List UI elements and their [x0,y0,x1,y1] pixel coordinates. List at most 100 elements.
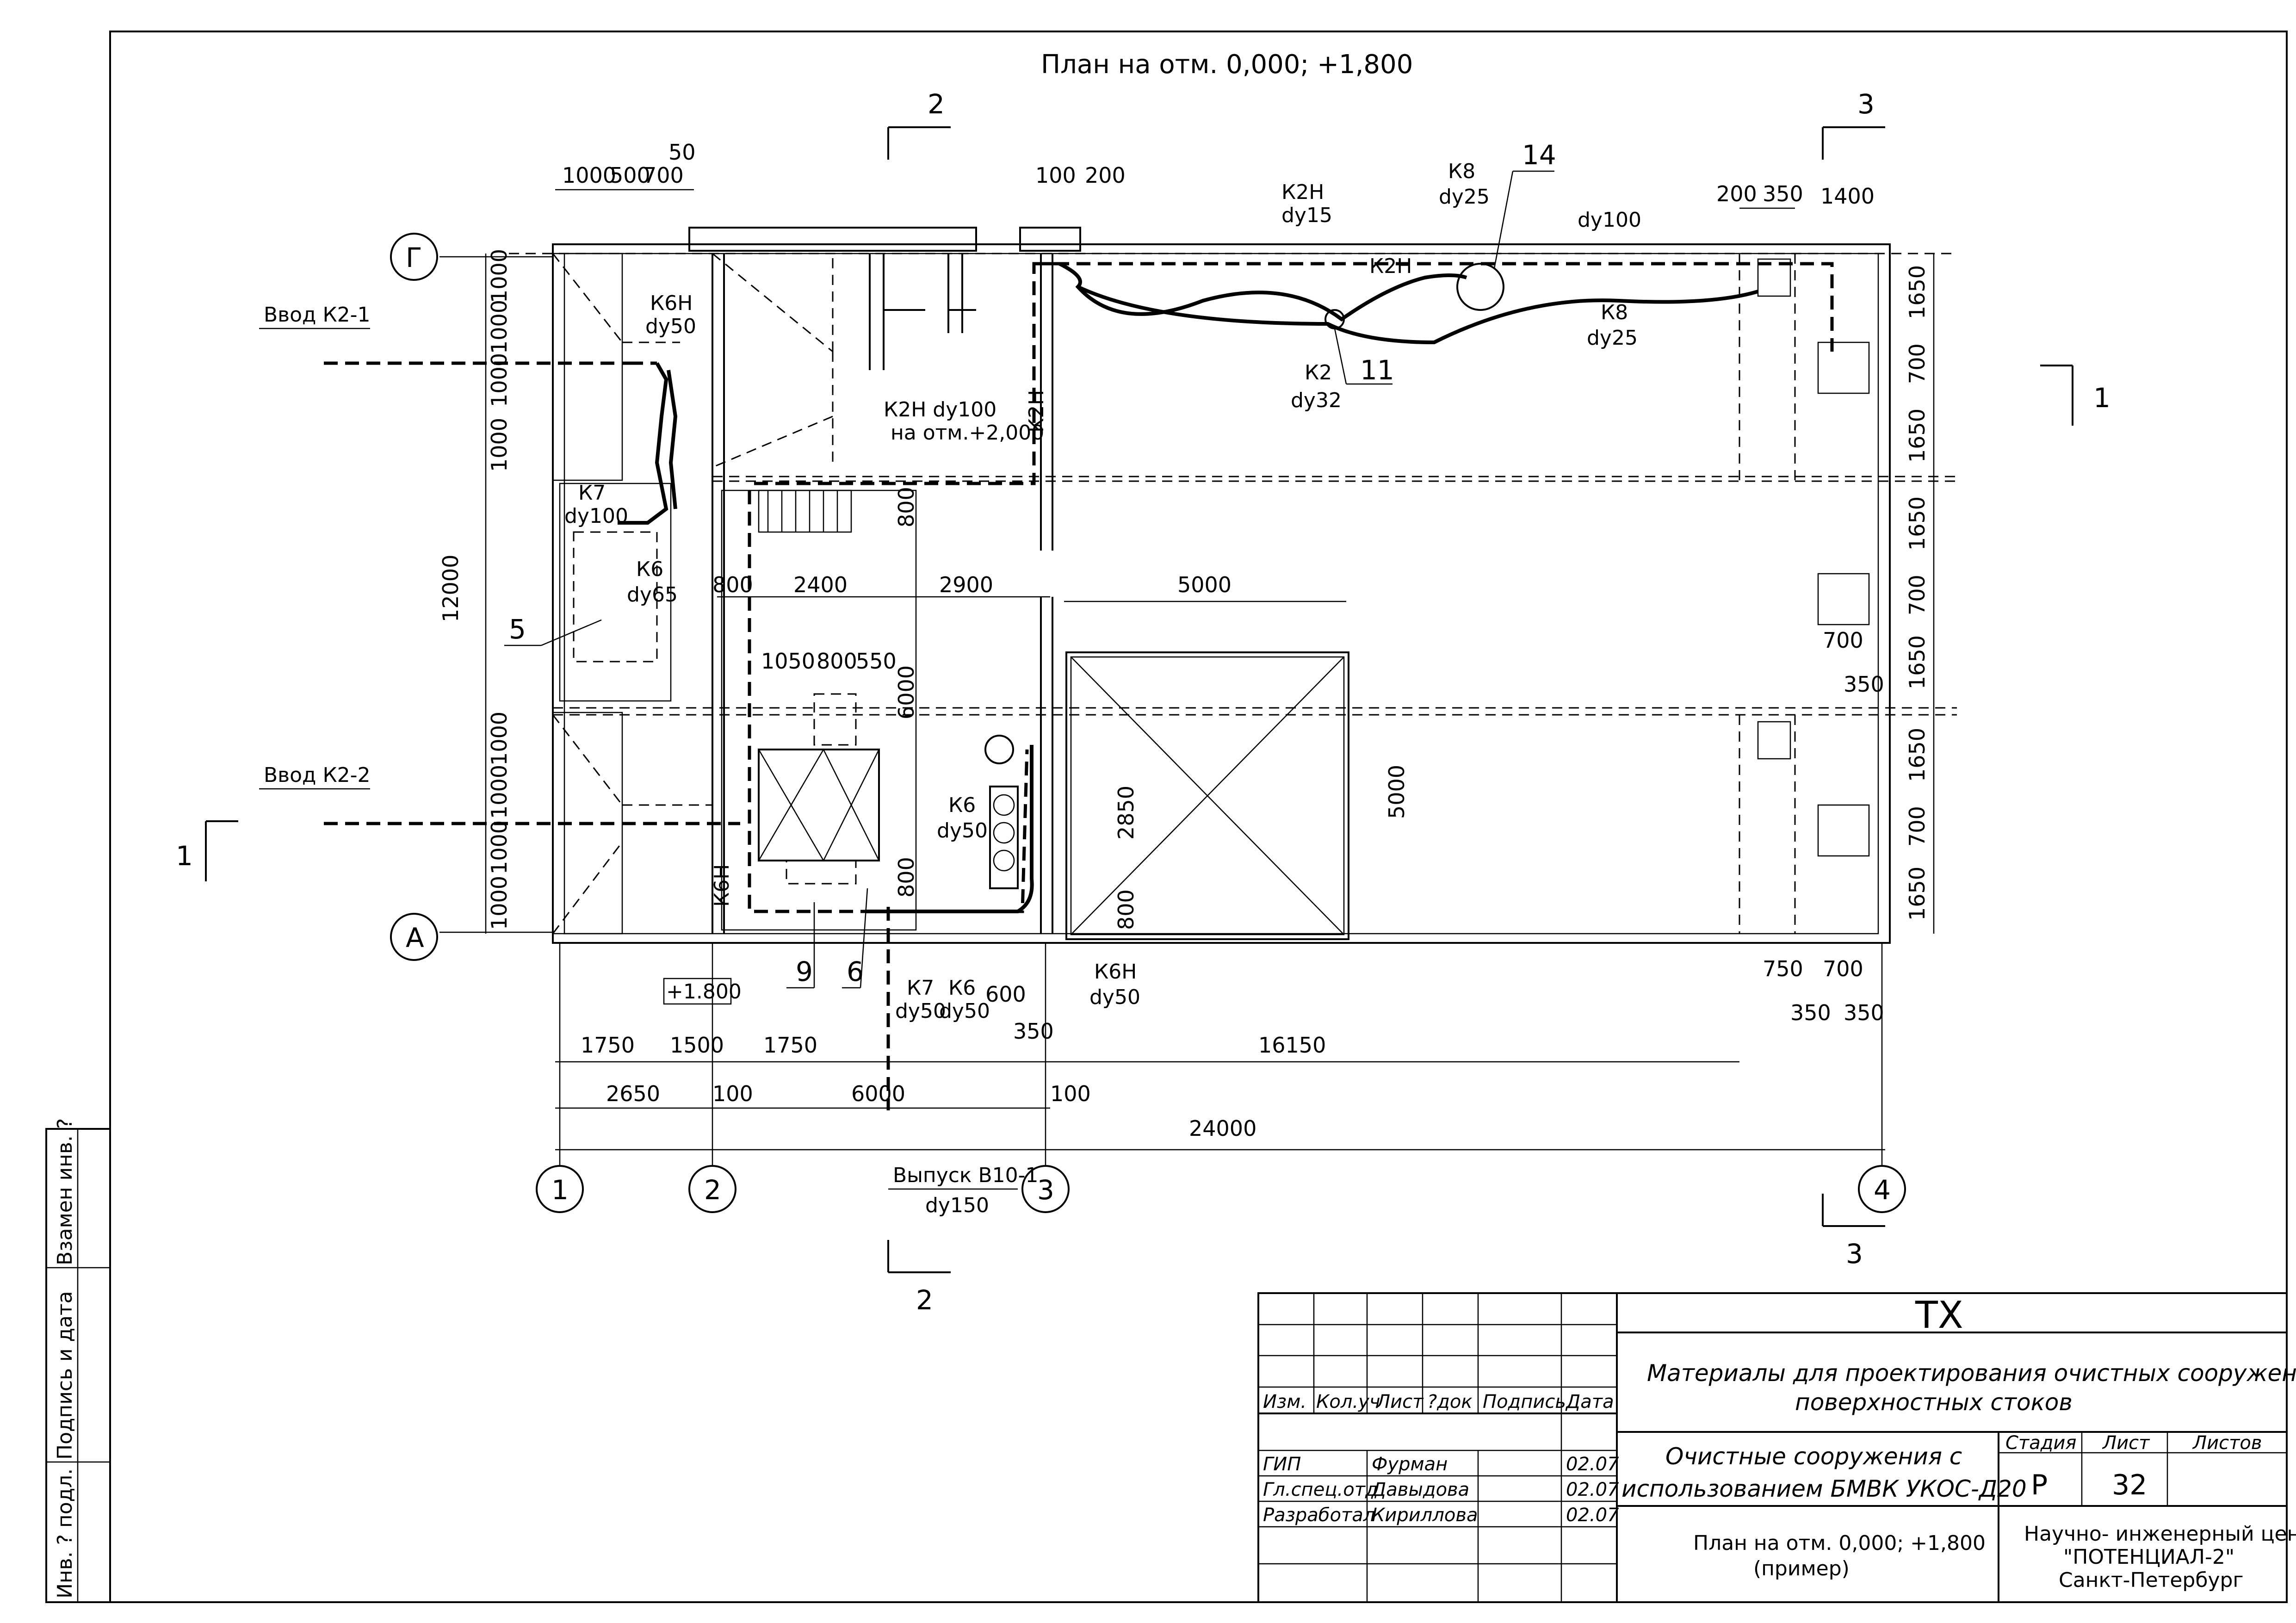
dim-right-v-4: 700 [1905,575,1930,615]
dim-top-700: 700 [643,163,684,188]
axis-label-g: Г [406,242,422,273]
side-inv-podl: Инв. ? подл. [53,1468,77,1598]
label-k6n-a-d: dy50 [645,315,696,338]
pipelines [324,262,1834,1110]
axis-circle-3 [1021,1165,1070,1213]
label-k6n-small: К6Н [710,864,734,907]
label-k2-dy32: К2 [1305,361,1332,384]
label-k2-dy32-d: dy32 [1291,389,1342,412]
dim-top-r-1400: 1400 [1820,184,1875,209]
dim-right-v-0: 1650 [1905,265,1930,319]
dim-left-v-7: 1000 [487,820,512,874]
tb-name-2: Кириллова [1372,1505,1478,1526]
tb-name-0: Фурман [1372,1454,1448,1475]
dim-left-v-3: 1000 [487,418,512,472]
tb-name-1: Давыдова [1371,1479,1469,1500]
label-vvod-k2-2: Ввод К2-2 [264,763,371,787]
section-1-left: 1 [176,840,193,872]
tb-stage: Р [2031,1469,2048,1501]
pos-14: 14 [1522,139,1556,171]
dim-right-v-8: 1650 [1905,867,1930,921]
dim-left-v-5: 1000 [487,712,512,766]
tb-header-data: Дата [1565,1391,1614,1412]
side-inv-zam: Взамен инв. ? [53,1118,77,1265]
dim-r-small-350c: 350 [1844,1000,1884,1025]
dim-inner-1050: 1050 [761,649,815,674]
axis-label-3: 3 [1037,1174,1054,1206]
section-2-bottom: 2 [916,1284,933,1316]
label-dy100-right: dy100 [1578,208,1641,232]
dim-b1-1750b: 1750 [763,1033,817,1058]
label-k2n-dy100-d: на отм.+2,000 [891,421,1044,445]
section-2-top: 2 [928,88,945,120]
label-k6-dy65: К6 [636,558,663,581]
tb-header-podpis: Подпись [1483,1391,1566,1412]
label-k7-dy50: К7 [907,976,934,1000]
dimension-texts: 1000 500 700 50 100 200 200 350 1400 100… [438,140,1930,1141]
dim-top-500: 500 [610,163,650,188]
label-k8-bot-d: dy25 [1587,326,1638,350]
side-stamp: Взамен инв. ? Подпись и дата Инв. ? подл… [45,1118,111,1603]
dim-inner-800c: 800 [894,857,919,898]
dim-b2-100a: 100 [712,1081,753,1106]
dim-inner-2400: 2400 [793,572,848,597]
tb-role-1: Гл.спец.отд [1263,1479,1378,1500]
label-k7-dy100-d: dy100 [564,504,628,528]
dim-top-r-200: 200 [1716,181,1757,206]
dim-r-small-350b: 350 [1790,1000,1831,1025]
tb-sheetname-2: (пример) [1753,1557,1850,1580]
position-marks: 14 11 5 9 6 [504,139,1556,989]
dim-top-100: 100 [1035,163,1076,188]
dim-inner-800d: 800 [1114,889,1139,930]
axis-label-a: А [406,922,424,954]
title-block: Изм. Кол.уч Лист ?док Подпись Дата ГИП Ф… [1257,1292,2296,1603]
dim-b2-2650: 2650 [606,1081,660,1106]
tb-org-1: Научно- инженерный центр [2024,1522,2296,1546]
tb-project-1: Материалы для проектирования очистных со… [1647,1360,2296,1387]
label-k6-dy50-b: К6 [948,976,976,1000]
label-k6-dy65-d: dy65 [627,583,678,607]
dim-b1-16150: 16150 [1258,1033,1326,1058]
tb-object-1: Очистные сооружения с [1665,1443,1962,1470]
section-3-bottom: 3 [1846,1238,1863,1270]
dim-left-v-12000: 12000 [438,555,463,622]
tb-stage-header: Стадия [2005,1432,2076,1454]
dim-b2-6000: 6000 [851,1081,905,1106]
dim-left-v-8: 1000 [487,876,512,930]
dim-r-small-350a: 350 [1844,672,1884,697]
dim-top-r-350: 350 [1763,181,1803,206]
dim-left-v-1: 1000 [487,300,512,354]
label-k8-bot: К8 [1601,301,1628,324]
label-k2n-dy15-d: dy15 [1281,204,1332,227]
dim-inner-600: 600 [985,982,1026,1007]
dim-b1-1500: 1500 [670,1033,724,1058]
tb-header-izm: Изм. [1263,1391,1306,1412]
dim-r-small-700b: 700 [1823,956,1863,981]
dim-b-24000: 24000 [1189,1116,1256,1141]
tb-date-0: 02.07 [1566,1454,1619,1475]
tb-date-2: 02.07 [1566,1505,1619,1526]
label-k2n-dy100: К2Н dy100 [884,398,996,421]
label-vypusk: Выпуск В10-1 [893,1164,1039,1187]
dim-left-v-0: 1000 [487,249,512,303]
dim-b1-1750a: 1750 [581,1033,635,1058]
tb-role-0: ГИП [1263,1454,1301,1475]
label-k8-top: К8 [1448,160,1475,183]
pos-9: 9 [796,956,813,987]
dim-right-v-2: 1650 [1905,409,1930,463]
label-k8-top-d: dy25 [1439,185,1490,209]
pos-11: 11 [1360,354,1394,386]
axis-label-2: 2 [704,1174,721,1206]
outer-frame [109,31,2288,1603]
tb-sheetname-1: План на отм. 0,000; +1,800 [1693,1531,1986,1555]
section-1-right: 1 [2093,382,2110,414]
level-mark: +1.800 [666,980,742,1004]
label-k6-dy50-b-d: dy50 [939,999,990,1023]
label-k7-dy100: К7 [578,481,606,505]
label-k2n-dy15: К2Н [1281,180,1324,204]
pos-5: 5 [509,613,526,645]
tb-sheet: 32 [2112,1469,2147,1501]
dim-left-v-6: 1000 [487,765,512,819]
tb-object-2: использованием БМВК УКОС-Д20 [1621,1475,2027,1502]
dim-inner-5000a: 5000 [1177,572,1232,597]
